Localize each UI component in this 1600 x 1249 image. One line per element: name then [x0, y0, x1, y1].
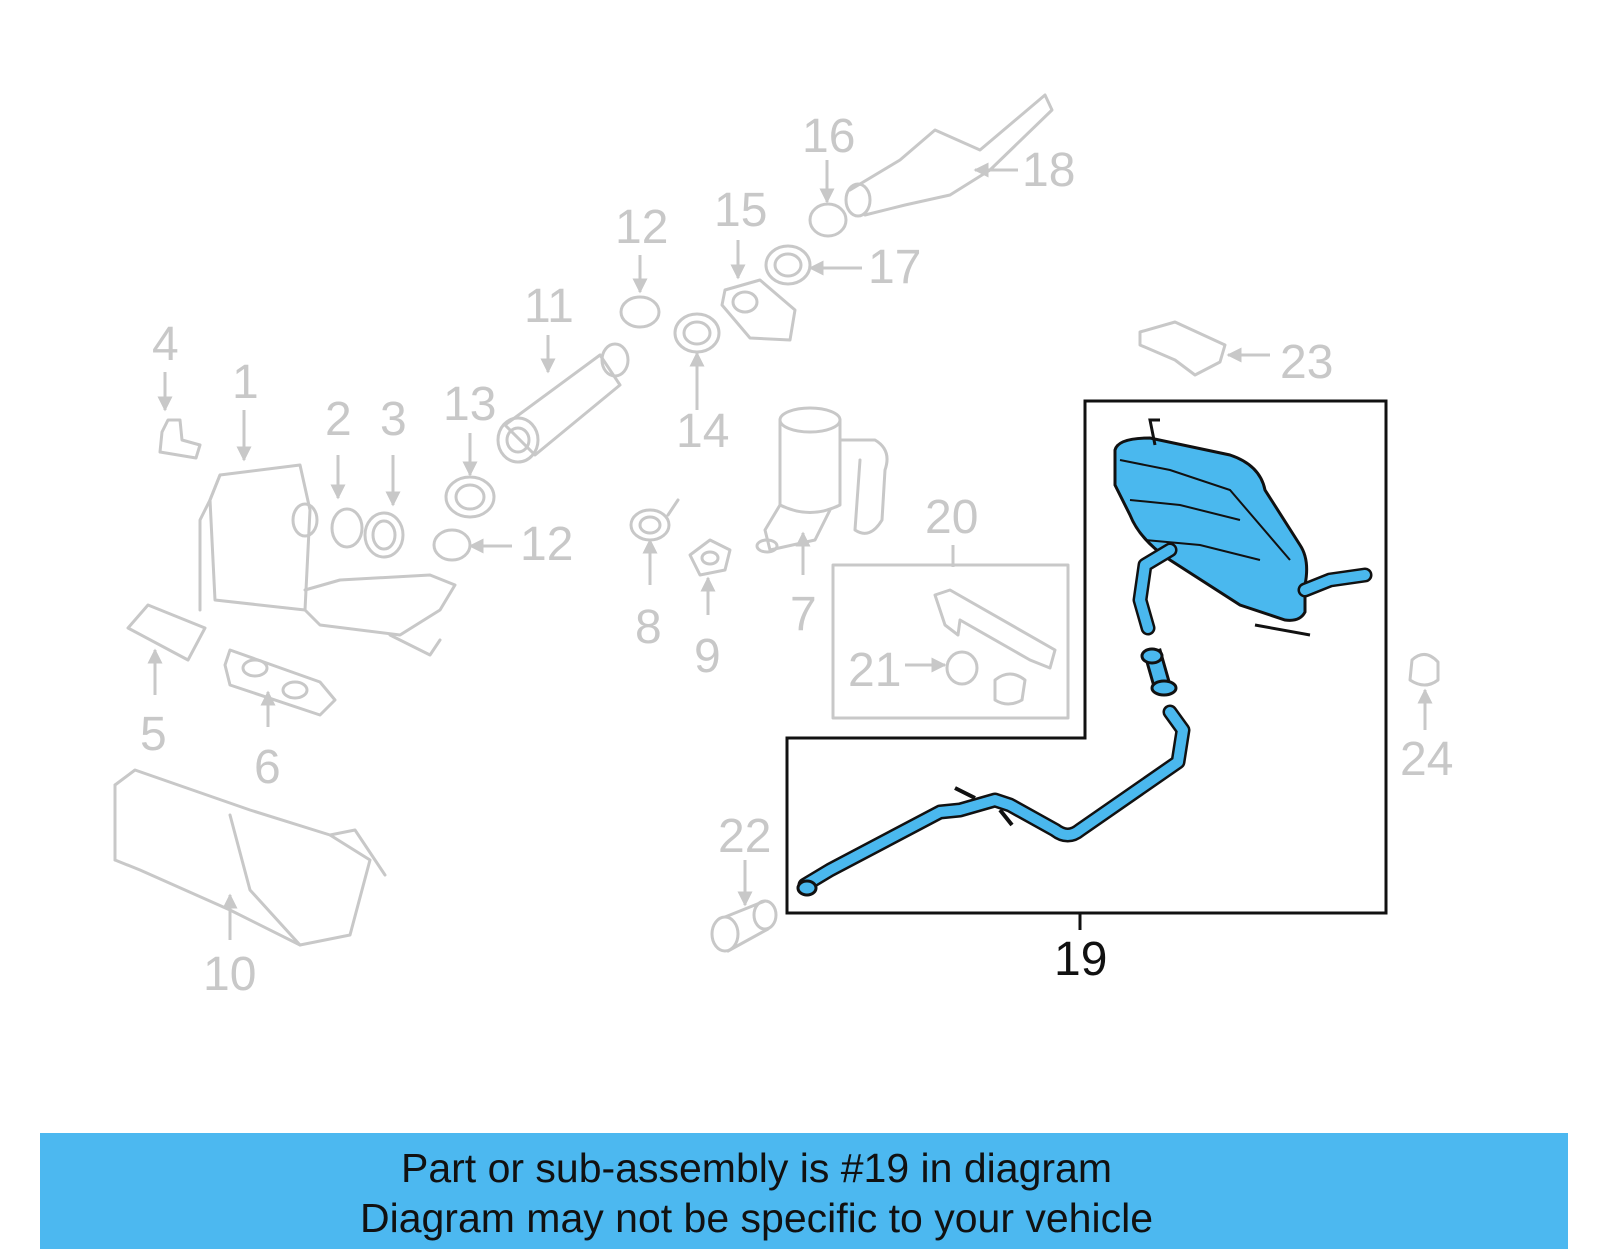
callout-9: 9 — [694, 630, 721, 683]
callout-21: 21 — [848, 644, 901, 697]
part-24-hanger — [1408, 653, 1440, 687]
info-banner: Part or sub-assembly is #19 in diagram D… — [40, 1133, 1568, 1249]
part-6-hole — [241, 658, 269, 678]
callout-13: 13 — [443, 378, 496, 431]
callout-4: 4 — [152, 318, 179, 371]
callout-18: 18 — [1022, 144, 1075, 197]
part-23-bracket — [1138, 320, 1227, 377]
callout-2: 2 — [325, 393, 352, 446]
part-19-inlet-pipe-fill — [1135, 545, 1175, 633]
callout-12-top: 12 — [615, 201, 668, 254]
banner-line-1: Part or sub-assembly is #19 in diagram — [401, 1145, 1112, 1191]
part-15-flange — [720, 278, 797, 342]
part-20-hanger-box — [831, 563, 1070, 720]
callout-17: 17 — [868, 241, 921, 294]
part-18-front-pipe — [844, 93, 1054, 218]
part-21-hanger — [945, 650, 1027, 706]
callout-7: 7 — [790, 588, 817, 641]
part-19-tailpipe-fill — [1300, 570, 1370, 595]
callout-10: 10 — [203, 948, 256, 1001]
part-3-clamp — [363, 511, 405, 559]
part-19-pipe-end — [796, 879, 818, 897]
part-1-catalytic-housing — [198, 463, 457, 657]
leader-arrows — [147, 160, 1433, 940]
callout-22: 22 — [718, 810, 771, 863]
part-19-intermediate-pipe-fill — [800, 707, 1188, 890]
part-13-clamp — [444, 475, 496, 519]
part-5-mount — [126, 603, 207, 662]
part-6-hole — [281, 680, 309, 700]
callout-15: 15 — [714, 184, 767, 237]
part-14-clamp — [673, 312, 721, 354]
callout-11: 11 — [524, 280, 574, 333]
callout-14: 14 — [676, 405, 729, 458]
part-6-gasket-plate — [223, 648, 337, 717]
part-22-connector — [710, 899, 778, 953]
callout-16: 16 — [802, 110, 855, 163]
callout-1: 1 — [232, 356, 259, 409]
callout-23: 23 — [1280, 336, 1333, 389]
part-20-bracket — [933, 588, 1057, 670]
banner-line-2: Diagram may not be specific to your vehi… — [359, 1195, 1153, 1241]
part-19-hanger-rods — [954, 786, 1014, 827]
part-9-flange-gasket — [688, 538, 732, 577]
part-12-gasket-b — [432, 528, 472, 562]
part-11-dpf-cylinder — [496, 342, 630, 464]
part-4-bracket — [158, 418, 202, 460]
callout-6: 6 — [254, 741, 281, 794]
part-2-gasket — [330, 507, 364, 549]
callout-8: 8 — [635, 601, 662, 654]
callout-3: 3 — [380, 393, 407, 446]
callout-24: 24 — [1400, 733, 1453, 786]
callout-20: 20 — [925, 491, 978, 544]
part-16-gasket — [808, 202, 848, 238]
part-10-egr-cooler — [113, 768, 387, 947]
callout-12-bottom: 12 — [520, 518, 573, 571]
part-12-gasket-a — [619, 295, 661, 329]
part-8-clamp — [629, 498, 680, 542]
callout-5: 5 — [140, 708, 167, 761]
callout-19: 19 — [1054, 933, 1107, 986]
part-7-catalytic-converter — [755, 406, 889, 554]
part-19-highlight-box — [785, 399, 1388, 915]
part-19-connector — [1140, 647, 1178, 697]
part-17-clamp — [764, 244, 812, 286]
